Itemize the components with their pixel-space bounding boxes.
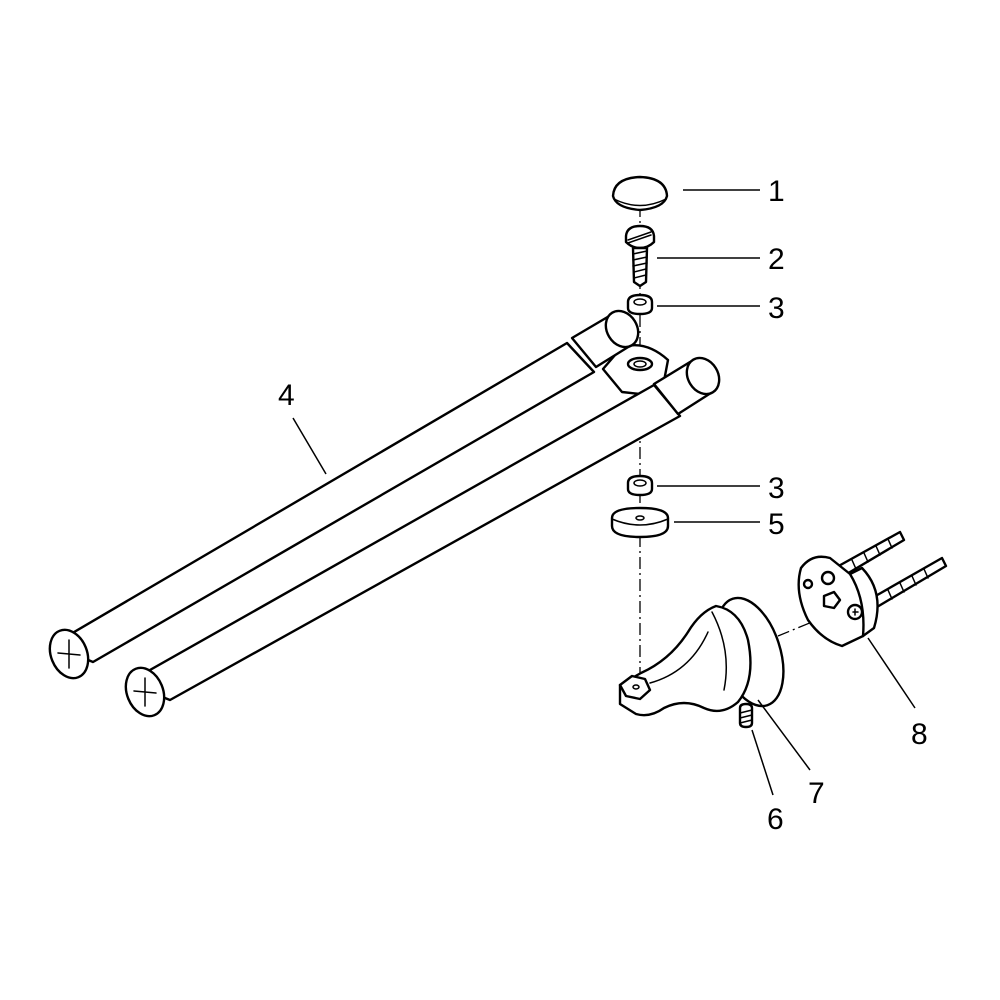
mounting-plate-assembly [797, 530, 948, 648]
plate-screw-hole-left [802, 578, 814, 590]
bracket-body [618, 604, 752, 717]
mounting-screw [624, 224, 656, 288]
bridge-screw-hole-inner [633, 360, 647, 368]
bracket-hex-hole [632, 684, 640, 690]
upper-washer [626, 293, 654, 316]
front-towel-bar [125, 383, 682, 702]
wall-anchor-upper-ribs [851, 538, 893, 570]
callout-1: 1 [768, 175, 785, 208]
wall-anchor-lower [870, 556, 948, 609]
callout-6: 6 [767, 803, 784, 836]
upper-washer-hole [633, 298, 647, 306]
rear-collar-end [604, 309, 640, 349]
leader-8 [867, 637, 916, 709]
bridge-screw-hole [626, 356, 654, 372]
lower-washer [626, 474, 654, 497]
screw-head [624, 224, 656, 250]
callout-4: 4 [278, 379, 295, 412]
decorative-cap [611, 175, 669, 212]
plate-screw-hole-top [820, 570, 836, 586]
leader-7 [757, 699, 811, 771]
rear-cap-cross-icon [57, 639, 81, 669]
wall-anchor-lower-ribs [887, 568, 929, 600]
front-cap-cross-icon [133, 677, 157, 707]
callout-3-lower: 3 [768, 472, 785, 505]
leader-6 [751, 729, 774, 796]
callout-leaders [292, 189, 916, 796]
screw-slot [627, 231, 652, 244]
spacer-disc-edge [611, 518, 669, 526]
spacer-disc-body [610, 506, 670, 539]
leader-4 [292, 417, 327, 475]
set-screw-thread [739, 709, 753, 724]
spacer-disc-hole [635, 515, 645, 521]
wall-bracket [618, 596, 785, 717]
callout-5: 5 [768, 508, 785, 541]
plate-center-boss [822, 590, 842, 610]
set-screw [738, 702, 754, 729]
lower-washer-hole [633, 479, 647, 487]
callout-8: 8 [911, 718, 928, 751]
front-collar-end [685, 356, 721, 396]
callout-7: 7 [808, 777, 825, 810]
screw-thread [632, 250, 648, 279]
bracket-hex-knuckle [618, 674, 652, 701]
cap-rim [613, 198, 667, 207]
callout-2: 2 [768, 243, 785, 276]
spacer-disc [610, 506, 670, 539]
callout-3-upper: 3 [768, 292, 785, 325]
double-towel-arm [48, 309, 721, 718]
callout-labels: 1 2 3 3 4 5 6 7 8 [278, 175, 928, 836]
bracket-contour [649, 611, 728, 691]
cap-dome [611, 175, 669, 212]
plate-cross-icon [852, 608, 859, 616]
